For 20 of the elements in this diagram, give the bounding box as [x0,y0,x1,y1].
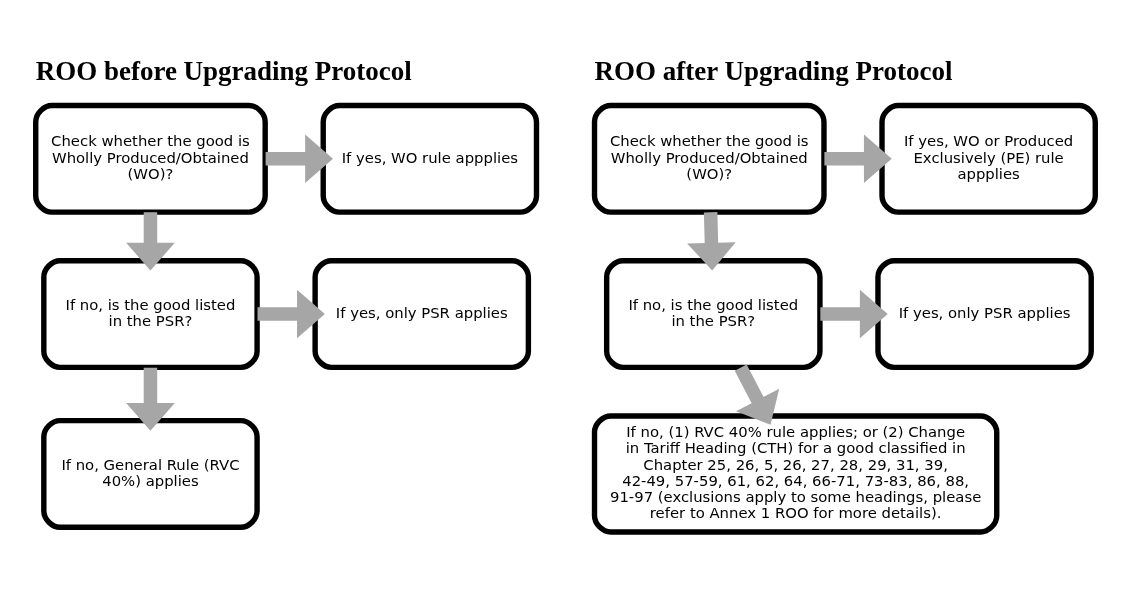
node-box: Check whether the good is Wholly Produced/Obtained (WO)? [591,102,827,215]
node-box: If no, is the good listed in the PSR? [603,257,823,370]
node-box: If no, is the good listed in the PSR? [41,257,260,370]
arrow [824,133,892,183]
arrow [126,211,175,271]
node-box: If no, General Rule (RVC 40%) applies [41,417,260,530]
arrow [257,289,325,338]
node-box: If yes, WO or Produced Exclusively (PE) rule appplies [879,102,1098,215]
arrow [734,364,780,425]
node-box: If yes, only PSR applies [312,257,532,370]
label: ROO after Upgrading Protocol [594,55,953,86]
arrow [126,367,175,431]
node-box: If yes, only PSR applies [875,257,1094,370]
arrow [265,133,333,183]
node-box: If yes, WO rule appplies [320,102,540,215]
arrow [820,289,888,338]
node-box: Check whether the good is Wholly Produced/Obtained (WO)? [33,102,268,215]
label: ROO before Upgrading Protocol [35,55,412,86]
arrow [687,211,736,271]
node-box: If no, (1) RVC 40% rule applies; or (2) Change in Tariff Heading (CTH) for a good classified in Chapter 25, 26, 5, 26, 27, 28, 29, 31, 39, 42-49, 57-59, 61, 62, 64, 66-71, 73-83, 86, 88, 91-97 (exclusions apply to some headings, please refer to Annex 1 ROO for more details). [591,412,1000,535]
